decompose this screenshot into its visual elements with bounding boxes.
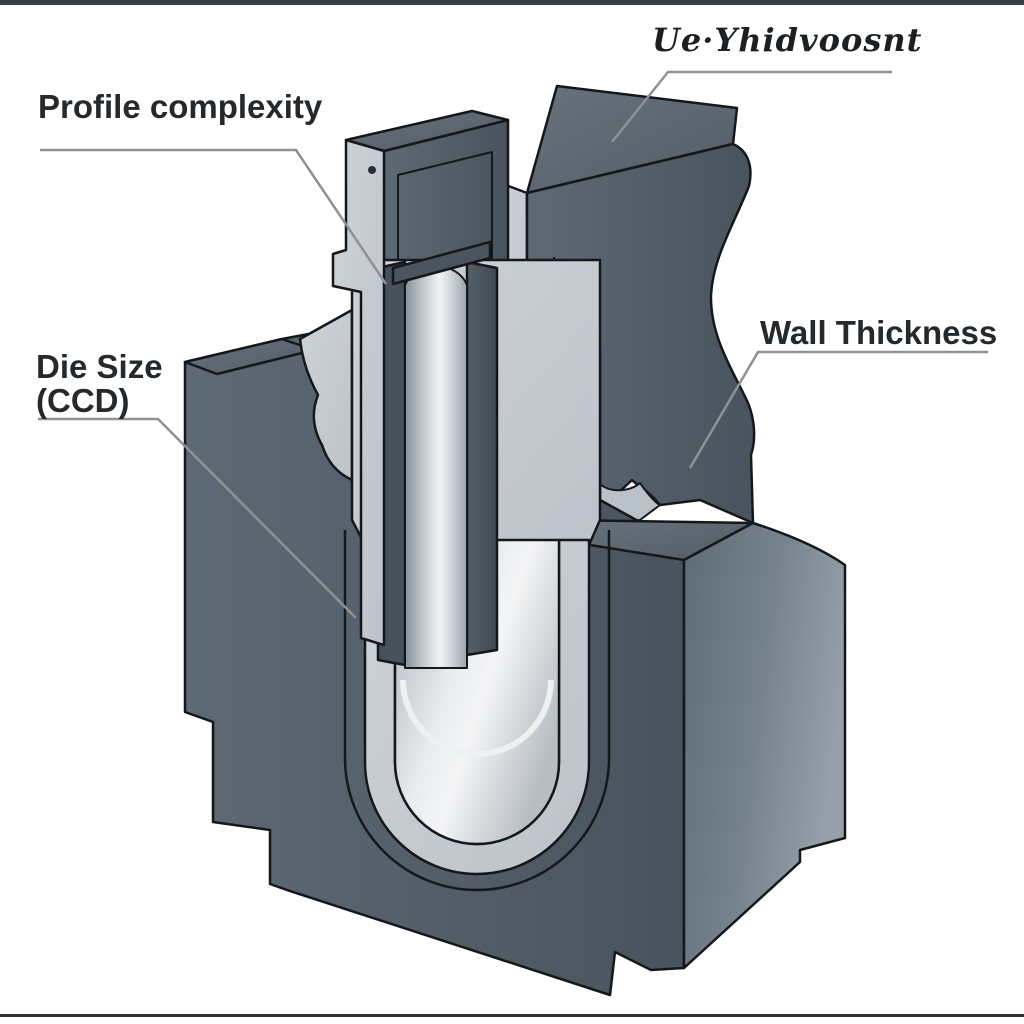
cylinder-right-wall (465, 260, 499, 657)
label-die-size-line2: (CCD) (36, 381, 130, 419)
top-border-bar (0, 0, 1024, 5)
bottom-border-bar (0, 1014, 1024, 1017)
u-channel-bore-rim-highlight (400, 679, 554, 757)
mandrel-cylinder (404, 265, 468, 669)
label-profile-complexity: Profile complexity (38, 88, 323, 125)
label-top-garbled: Ue·Yhidvoosnt (652, 21, 923, 59)
leader-top-label (611, 70, 892, 143)
leader-die-size (38, 417, 357, 619)
leader-profile-complexity (40, 148, 388, 285)
label-wall-thickness: Wall Thickness (760, 314, 998, 351)
upper-left-plate-cut-strip (331, 138, 386, 647)
die-cylinder-group (376, 240, 499, 669)
cut-section-left-wedge (298, 308, 354, 482)
cylinder-top-bar (391, 240, 492, 286)
upper-left-plate (331, 109, 510, 647)
leader-wall-thickness (688, 350, 988, 469)
plate-corner-notch (368, 166, 376, 174)
leader-lines (38, 70, 988, 619)
u-channel-counterbore-line (343, 530, 611, 892)
label-die-size-line1: Die Size (36, 348, 163, 385)
label-die-size: Die Size (CCD) (36, 350, 163, 417)
lower-die-block-side-face (682, 521, 847, 970)
